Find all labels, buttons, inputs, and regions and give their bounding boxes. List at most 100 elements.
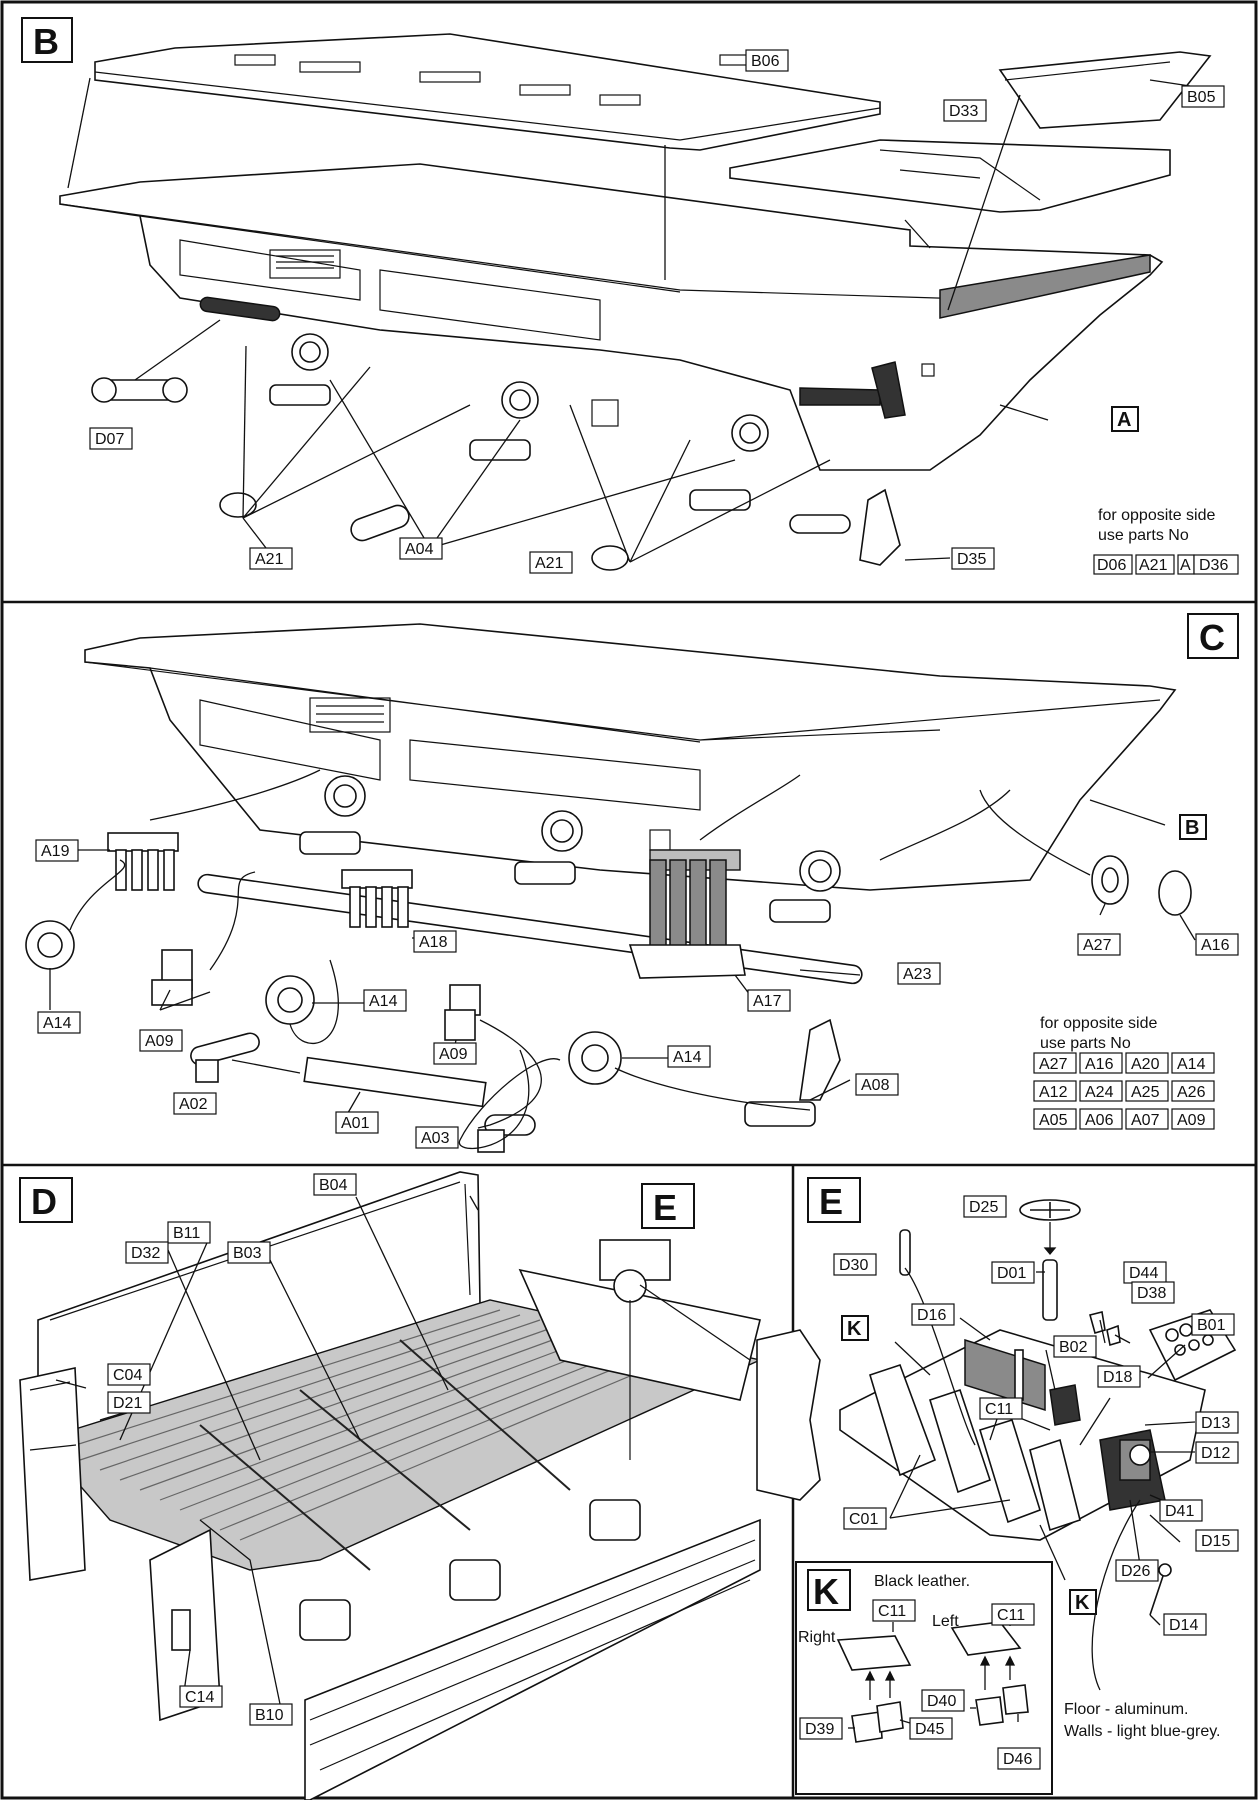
part-b02 xyxy=(1049,1384,1081,1426)
svg-text:A20: A20 xyxy=(1131,1056,1160,1073)
k-caption: Black leather. xyxy=(874,1573,970,1590)
part-label: D07 xyxy=(89,427,133,450)
svg-text:A26: A26 xyxy=(1177,1084,1206,1101)
step-letter-box xyxy=(807,1177,861,1223)
svg-text:A14: A14 xyxy=(673,1049,702,1066)
part-label: A16 xyxy=(1195,933,1239,956)
opposite-parts: A27 A16 A20 A14 A12 A24 A25 A26 A05 A06 … xyxy=(1033,1052,1215,1130)
part-label: B06 xyxy=(745,49,789,72)
svg-text:D26: D26 xyxy=(1121,1563,1150,1580)
part-d38 xyxy=(1106,1324,1121,1347)
svg-text:D44: D44 xyxy=(1129,1265,1158,1282)
svg-text:A07: A07 xyxy=(1131,1112,1160,1129)
part-label: C01 xyxy=(843,1507,887,1530)
svg-text:B01: B01 xyxy=(1197,1317,1226,1334)
svg-text:A16: A16 xyxy=(1201,937,1230,954)
part-d40 xyxy=(975,1696,1004,1726)
step-letter: K xyxy=(813,1571,839,1612)
svg-text:C11: C11 xyxy=(997,1607,1025,1624)
svg-text:A17: A17 xyxy=(753,993,782,1010)
part-label: A14 xyxy=(363,989,407,1012)
step-c: C xyxy=(25,613,1239,1153)
hull-rail-dark xyxy=(939,254,1151,319)
svg-text:D15: D15 xyxy=(1201,1533,1230,1550)
svg-text:C11: C11 xyxy=(878,1603,906,1620)
svg-text:A: A xyxy=(1117,409,1131,431)
part-label: A01 xyxy=(335,1111,379,1134)
svg-text:D35: D35 xyxy=(957,551,986,568)
part-a21-right xyxy=(591,545,629,571)
part-d07 xyxy=(91,377,188,403)
opposite-note-1: for opposite side xyxy=(1098,507,1216,524)
part-label: D25 xyxy=(963,1195,1007,1218)
part-label: D30 xyxy=(833,1253,877,1276)
svg-text:A27: A27 xyxy=(1083,937,1112,954)
part-label: A09 xyxy=(433,1042,477,1065)
svg-text:K: K xyxy=(1075,1592,1090,1614)
part-a18 xyxy=(341,869,413,928)
part-a27 xyxy=(1091,855,1129,905)
top-deck-b06 xyxy=(94,33,881,151)
part-b10 xyxy=(304,1518,761,1800)
svg-text:A02: A02 xyxy=(179,1096,208,1113)
part-label: A21 xyxy=(249,547,293,570)
svg-text:A25: A25 xyxy=(1131,1084,1160,1101)
part-label: A04 xyxy=(399,537,443,560)
part-c01-seats xyxy=(869,1363,1081,1532)
part-label: D33 xyxy=(943,99,987,122)
part-label: B02 xyxy=(1053,1335,1097,1358)
part-label: A18 xyxy=(413,930,457,953)
part-label: A19 xyxy=(35,839,79,862)
part-label: B03 xyxy=(227,1241,271,1264)
svg-text:D07: D07 xyxy=(95,431,124,448)
svg-text:A03: A03 xyxy=(421,1130,450,1147)
part-label: C11 xyxy=(979,1397,1023,1420)
part-label: B04 xyxy=(313,1173,357,1196)
part-d39 xyxy=(851,1711,883,1743)
svg-text:B05: B05 xyxy=(1187,89,1216,106)
k-right-label: Right xyxy=(798,1629,836,1646)
part-a14-right xyxy=(568,1031,622,1085)
svg-text:B: B xyxy=(1185,817,1199,839)
part-label: A08 xyxy=(855,1073,899,1096)
part-label: D41 xyxy=(1159,1499,1203,1522)
svg-text:A23: A23 xyxy=(903,966,932,983)
svg-text:A19: A19 xyxy=(41,843,70,860)
svg-text:D06: D06 xyxy=(1097,557,1126,574)
part-label: D21 xyxy=(107,1391,151,1414)
part-label: D32 xyxy=(125,1241,169,1264)
part-label: A03 xyxy=(415,1126,459,1149)
part-label: D44 xyxy=(1123,1261,1167,1284)
part-d35 xyxy=(789,488,901,566)
svg-text:K: K xyxy=(847,1318,862,1340)
part-label: B01 xyxy=(1191,1313,1235,1336)
part-d45 xyxy=(876,1701,904,1733)
svg-text:A01: A01 xyxy=(341,1115,370,1132)
svg-text:A16: A16 xyxy=(1085,1056,1114,1073)
svg-text:D13: D13 xyxy=(1201,1415,1230,1432)
step-letter-box xyxy=(19,1177,73,1223)
part-a17 xyxy=(628,849,746,979)
part-label: D35 xyxy=(951,547,995,570)
svg-text:A06: A06 xyxy=(1085,1112,1114,1129)
part-a19 xyxy=(107,832,179,891)
part-c04 xyxy=(19,1367,86,1581)
subassembly-box xyxy=(641,1183,695,1229)
k-left-label: Left xyxy=(932,1613,959,1630)
step-d: D E xyxy=(19,1171,821,1800)
svg-text:A18: A18 xyxy=(419,934,448,951)
part-a01 xyxy=(303,1056,487,1108)
svg-text:A21: A21 xyxy=(255,551,284,568)
svg-text:A09: A09 xyxy=(439,1046,468,1063)
part-label: D13 xyxy=(1195,1411,1239,1434)
svg-text:A12: A12 xyxy=(1039,1084,1068,1101)
hull-c xyxy=(84,623,1177,891)
seat-ref: K xyxy=(1069,1589,1097,1615)
part-label: A21 xyxy=(529,551,573,574)
svg-text:A27: A27 xyxy=(1039,1056,1068,1073)
svg-text:C14: C14 xyxy=(185,1689,214,1706)
svg-text:D32: D32 xyxy=(131,1245,160,1262)
svg-text:D16: D16 xyxy=(917,1307,946,1324)
